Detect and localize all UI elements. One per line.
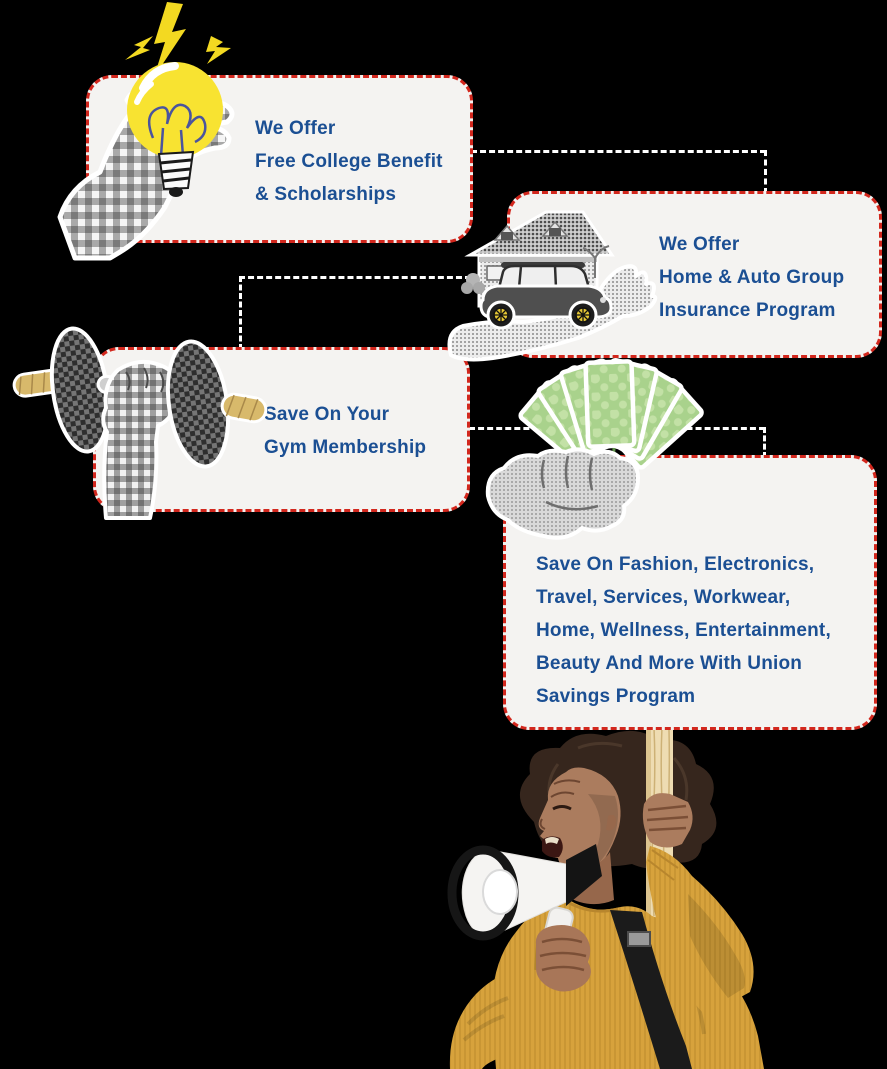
hand-gripping-pole: [642, 793, 693, 848]
hand-money-icon: [485, 356, 734, 552]
card-gym-membership-text: Save On Your Gym Membership: [264, 404, 427, 458]
megaphone: [447, 844, 602, 966]
protester-woman-illustration: [447, 724, 764, 1069]
lightbulb-icon: [127, 62, 223, 197]
hand-lightbulb-icon: [15, 2, 247, 261]
hand-house-car-icon: [443, 200, 663, 365]
open-palm-hand: [447, 264, 658, 362]
eye: [552, 805, 572, 811]
connector-insurance-to-gym-h: [239, 276, 471, 279]
connector-college-to-insurance-h: [471, 150, 766, 153]
megaphone-arm-sleeve: [449, 969, 580, 1069]
face: [538, 767, 621, 873]
ear: [606, 814, 616, 831]
car-wheel-left: [486, 300, 516, 330]
lightning-bolts-icon: [125, 2, 231, 77]
card-college-benefit-text: We Offer Free College Benefit & Scholars…: [255, 118, 443, 205]
hand-holding-megaphone: [535, 925, 591, 992]
backpack-strap: [610, 910, 692, 1069]
card-home-auto-insurance-text: We Offer Home & Auto Group Insurance Pro…: [659, 234, 845, 321]
card-union-savings-text: Save On Fashion, Electronics, Travel, Se…: [536, 554, 831, 707]
hand-dumbbell-icon: [6, 320, 268, 520]
protester-woman-figure: [438, 724, 790, 1069]
dumbbell-handle-right: [220, 392, 268, 424]
connector-college-to-insurance-v: [764, 150, 767, 194]
raised-arm-sleeve: [646, 846, 754, 1016]
car-wheel-right: [568, 300, 598, 330]
money-fist: [485, 447, 640, 540]
car-icon: [479, 262, 613, 330]
connector-gym-to-savings-v: [763, 427, 766, 458]
money-bills-icon: [518, 357, 704, 471]
connector-insurance-to-gym-v: [239, 276, 242, 350]
